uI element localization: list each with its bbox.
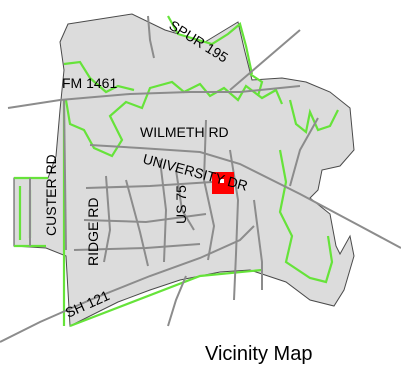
road-label-custer-rd: CUSTER RD [43,154,59,236]
road-network [0,15,401,343]
road-label-wilmeth-rd: WILMETH RD [140,124,229,140]
map-caption: Vicinity Map [205,343,313,365]
road-label-us-75: US 75 [173,185,189,224]
road-label-fm-1461: FM 1461 [62,75,117,91]
annexation-boundaries [14,15,339,328]
road-label-ridge-rd: RIDGE RD [85,198,101,266]
site-location-inner [220,179,224,183]
